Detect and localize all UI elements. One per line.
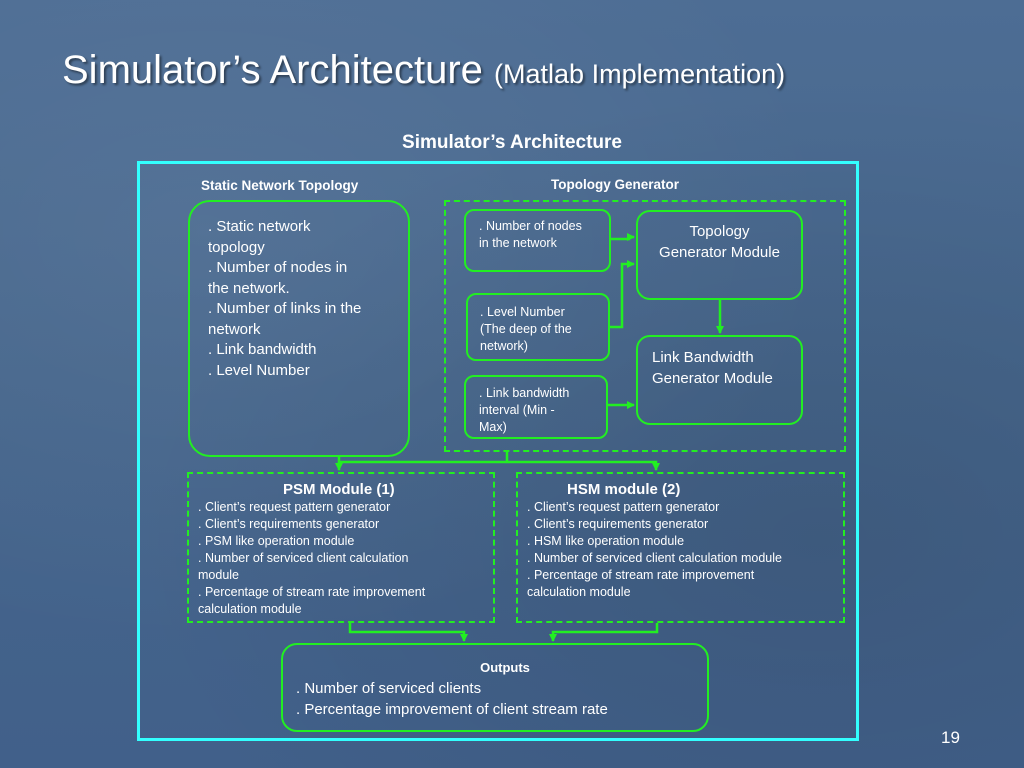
topology-generator-area <box>444 200 846 452</box>
static-topology-line: the network. <box>208 279 290 297</box>
psm-module-title: PSM Module (1) <box>283 481 395 498</box>
connector-arrow <box>337 457 660 471</box>
static-topology-list: . Static network topology . Number of no… <box>208 217 361 381</box>
outputs-list: . Number of serviced clients . Percentag… <box>296 678 608 720</box>
psm-item: calculation module <box>198 602 302 616</box>
hsm-item: . HSM like operation module <box>527 534 685 548</box>
psm-item: . Number of serviced client calculation <box>198 551 409 565</box>
input-line: (The deep of the <box>480 322 572 336</box>
hsm-module-box <box>516 472 845 623</box>
module-line: Generator Module <box>652 369 773 387</box>
static-topology-line: . Static network <box>208 218 311 235</box>
page-number: 19 <box>941 728 960 747</box>
outputs-item: . Number of serviced clients <box>296 680 482 697</box>
connector-arrow <box>348 623 468 642</box>
outputs-item: . Percentage improvement of client strea… <box>296 701 608 718</box>
hsm-item: . Number of serviced client calculation … <box>527 551 782 565</box>
hsm-module-list: . Client’s request pattern generator . C… <box>527 499 782 601</box>
psm-module-box <box>187 472 495 623</box>
static-topology-line: topology <box>208 238 265 256</box>
module-line: Link Bandwidth <box>652 349 754 366</box>
module-line: Generator Module <box>659 243 780 261</box>
psm-item: module <box>198 568 239 582</box>
link-bandwidth-generator-module-box: Link Bandwidth Generator Module <box>636 335 803 425</box>
psm-module-list: . Client’s request pattern generator . C… <box>198 499 425 618</box>
topology-generator-module-box: Topology Generator Module <box>636 210 803 300</box>
input-line: network) <box>480 339 528 353</box>
outputs-box <box>281 643 709 732</box>
static-topology-label: Static Network Topology <box>201 178 359 193</box>
input-number-of-nodes-box: . Number of nodes in the network <box>464 209 611 272</box>
diagram-title: Simulator’s Architecture <box>402 132 622 153</box>
connector-arrow <box>610 260 635 329</box>
psm-item: . Client’s requirements generator <box>198 517 380 531</box>
hsm-item: . Client’s request pattern generator <box>527 500 720 514</box>
psm-item: . PSM like operation module <box>198 534 355 548</box>
input-line: . Link bandwidth <box>479 386 570 400</box>
static-topology-box <box>188 200 410 457</box>
hsm-item: . Percentage of stream rate improvement <box>527 568 755 582</box>
psm-item: . Percentage of stream rate improvement <box>198 585 426 599</box>
slide-title-main: Simulator’s Architecture <box>62 48 483 92</box>
static-topology-line: network <box>208 320 261 338</box>
input-line: . Level Number <box>480 305 565 319</box>
outputs-title: Outputs <box>480 660 530 675</box>
psm-item: . Client’s request pattern generator <box>198 500 391 514</box>
connector-arrow <box>611 233 635 241</box>
hsm-module-title: HSM module (2) <box>567 481 681 498</box>
module-line: Topology <box>689 223 750 240</box>
static-topology-line: . Link bandwidth <box>208 341 317 358</box>
hsm-item: . Client’s requirements generator <box>527 517 709 531</box>
static-topology-line: . Number of nodes in <box>208 259 348 276</box>
input-level-number-box: . Level Number (The deep of the network) <box>466 293 610 361</box>
connector-arrow <box>549 623 659 642</box>
static-topology-line: . Level Number <box>208 361 310 379</box>
input-link-bandwidth-box: . Link bandwidth interval (Min - Max) <box>464 375 608 439</box>
input-line: interval (Min - <box>479 403 555 417</box>
slide-title-sub: (Matlab Implementation) <box>494 59 786 89</box>
slide-title: Simulator’s Architecture (Matlab Impleme… <box>62 48 785 93</box>
input-line: . Number of nodes <box>479 219 582 233</box>
input-line: Max) <box>479 420 507 434</box>
input-line: in the network <box>479 236 557 250</box>
hsm-item: calculation module <box>527 585 631 599</box>
architecture-frame <box>137 161 859 741</box>
static-topology-line: . Number of links in the <box>208 300 362 317</box>
topology-generator-label: Topology Generator <box>551 177 680 192</box>
